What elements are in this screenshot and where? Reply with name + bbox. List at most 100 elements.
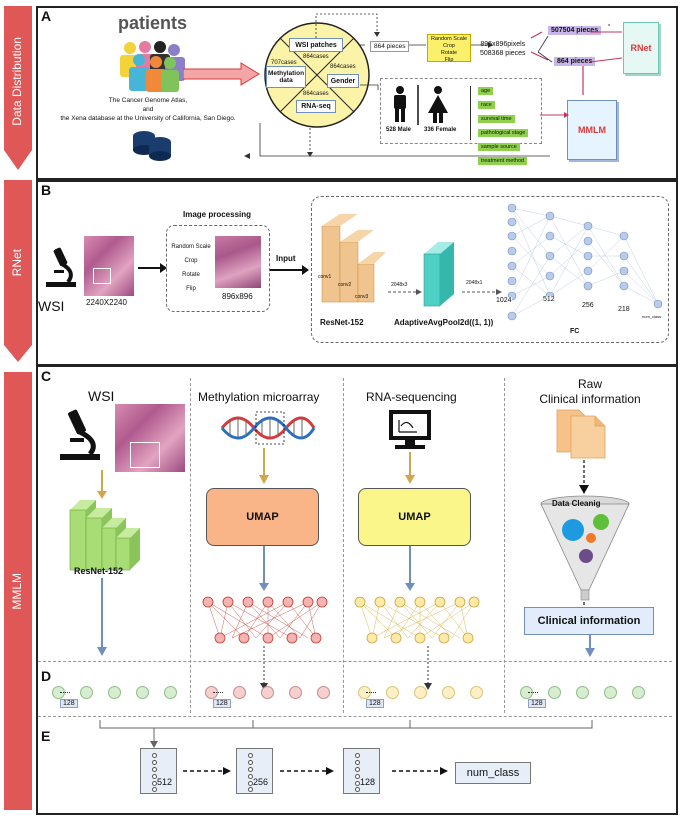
processing-to-network-arrow	[270, 265, 309, 275]
resnet-to-d-arrow	[97, 578, 107, 656]
dna-icon	[220, 411, 316, 445]
d-node	[233, 686, 246, 699]
wsi-image-c	[115, 404, 185, 472]
d-node	[470, 686, 483, 699]
patch-size: 896x896	[222, 292, 253, 301]
wsi-patches-box: WSI patches	[289, 38, 343, 52]
fc-size-1024: 1024	[496, 297, 512, 304]
e-layer-128: 128	[343, 748, 380, 794]
male-count: 528 Male	[386, 127, 412, 133]
side-label-data-distribution: Data Distribution	[10, 36, 24, 126]
panel-a-label: A	[41, 8, 52, 24]
panel-a-flow	[244, 13, 610, 159]
d-node	[548, 686, 561, 699]
divider-de	[38, 716, 672, 717]
docs-to-funnel-arrow	[579, 460, 589, 494]
clinical-info-box: Clinical information	[524, 607, 654, 635]
rnaseq-title: RNA-sequencing	[366, 390, 457, 404]
resnet-blocks	[321, 214, 386, 303]
rnet-box: RNet	[623, 22, 659, 74]
fc-num-class: num_class	[642, 314, 662, 319]
umap2-to-nn-arrow	[405, 546, 415, 591]
d-node	[604, 686, 617, 699]
fc-label: FC	[570, 328, 580, 335]
d-ellipsis	[213, 692, 223, 693]
gender-box: Gender	[327, 74, 359, 88]
e-arrow-1	[183, 767, 231, 775]
microscope-icon-c	[60, 409, 100, 460]
e-arrow-3	[392, 767, 448, 775]
e-size: 512	[157, 777, 173, 787]
pieces-arrows	[538, 31, 623, 63]
side-arrow-rnet	[4, 180, 32, 362]
patch-image	[215, 236, 261, 288]
fc-size-218: 218	[618, 306, 630, 313]
dim1-label: 2048x3	[391, 282, 408, 288]
cleaning-funnel	[540, 495, 630, 601]
clinical-tags: age race survival time pathological stag…	[478, 84, 548, 168]
resnet-label-c: ResNet-152	[74, 566, 124, 576]
pieces-864-label: 864 pieces	[370, 41, 410, 52]
pieces-507504-label: 507504 pieces	[548, 26, 602, 35]
computer-to-umap-arrow	[405, 452, 415, 484]
pool-to-fc-arrow	[462, 289, 502, 295]
side-label-rnet: RNet	[10, 248, 24, 277]
resnet-to-pool-arrow	[388, 289, 422, 295]
e-size: 256	[253, 777, 269, 787]
database-icon	[133, 131, 171, 161]
image-processing-title: Image processing	[183, 210, 252, 219]
female-count: 336 Female	[424, 127, 457, 133]
divider-cd	[38, 661, 672, 662]
clinical-bracket	[470, 86, 472, 140]
patients-to-circle-arrow	[183, 62, 260, 86]
fc-size-256: 256	[582, 302, 594, 309]
d-node	[289, 686, 302, 699]
resnet-blocks-c	[69, 500, 140, 571]
data-source-text: The Cancer Genome Atlas, and the Xena da…	[60, 97, 236, 122]
umap1-to-nn-arrow	[259, 546, 269, 591]
microscope-icon	[46, 247, 76, 287]
divider-1	[190, 378, 191, 713]
wsi-cases: 864cases	[303, 54, 329, 60]
wsi-title-c: WSI	[88, 388, 115, 404]
divider-2	[343, 378, 344, 713]
d-to-e-connector	[99, 720, 593, 748]
dim2-label: 2048x1	[466, 280, 483, 286]
d-node	[386, 686, 399, 699]
fc-network	[507, 203, 663, 321]
input-label: Input	[276, 254, 296, 263]
computer-icon	[389, 410, 431, 449]
nn-rnaseq	[354, 596, 480, 644]
gender-icons	[394, 85, 448, 125]
umap-box-rnaseq: UMAP	[358, 488, 471, 546]
patients-icon	[120, 41, 185, 92]
clinical-to-d-arrow	[585, 635, 595, 657]
wsi-to-processing-arrow	[138, 263, 167, 273]
network-box	[311, 196, 669, 343]
e-arrow-2	[280, 767, 334, 775]
d-node	[576, 686, 589, 699]
conv1-label: conv1	[318, 274, 332, 280]
methylation-box: Methylation data	[266, 66, 306, 88]
wsi-to-resnet-arrow	[97, 470, 107, 499]
dna-to-umap-arrow	[259, 448, 269, 484]
umap-box-methylation: UMAP	[206, 488, 319, 546]
conv3-label: conv3	[355, 294, 369, 300]
d-node	[164, 686, 177, 699]
wsi-label-b: WSI	[38, 298, 65, 314]
d-ellipsis	[366, 692, 376, 693]
d-node	[632, 686, 645, 699]
patients-title: patients	[118, 13, 188, 33]
rnaseq-cases: 864cases	[303, 91, 329, 97]
d-node	[261, 686, 274, 699]
e-layer-512: 512	[140, 748, 177, 794]
divider-3	[504, 378, 505, 713]
wsi-image-b	[84, 236, 134, 296]
conv2-label: conv2	[338, 282, 352, 288]
d-size-label: 128	[366, 699, 384, 708]
d-node	[317, 686, 330, 699]
